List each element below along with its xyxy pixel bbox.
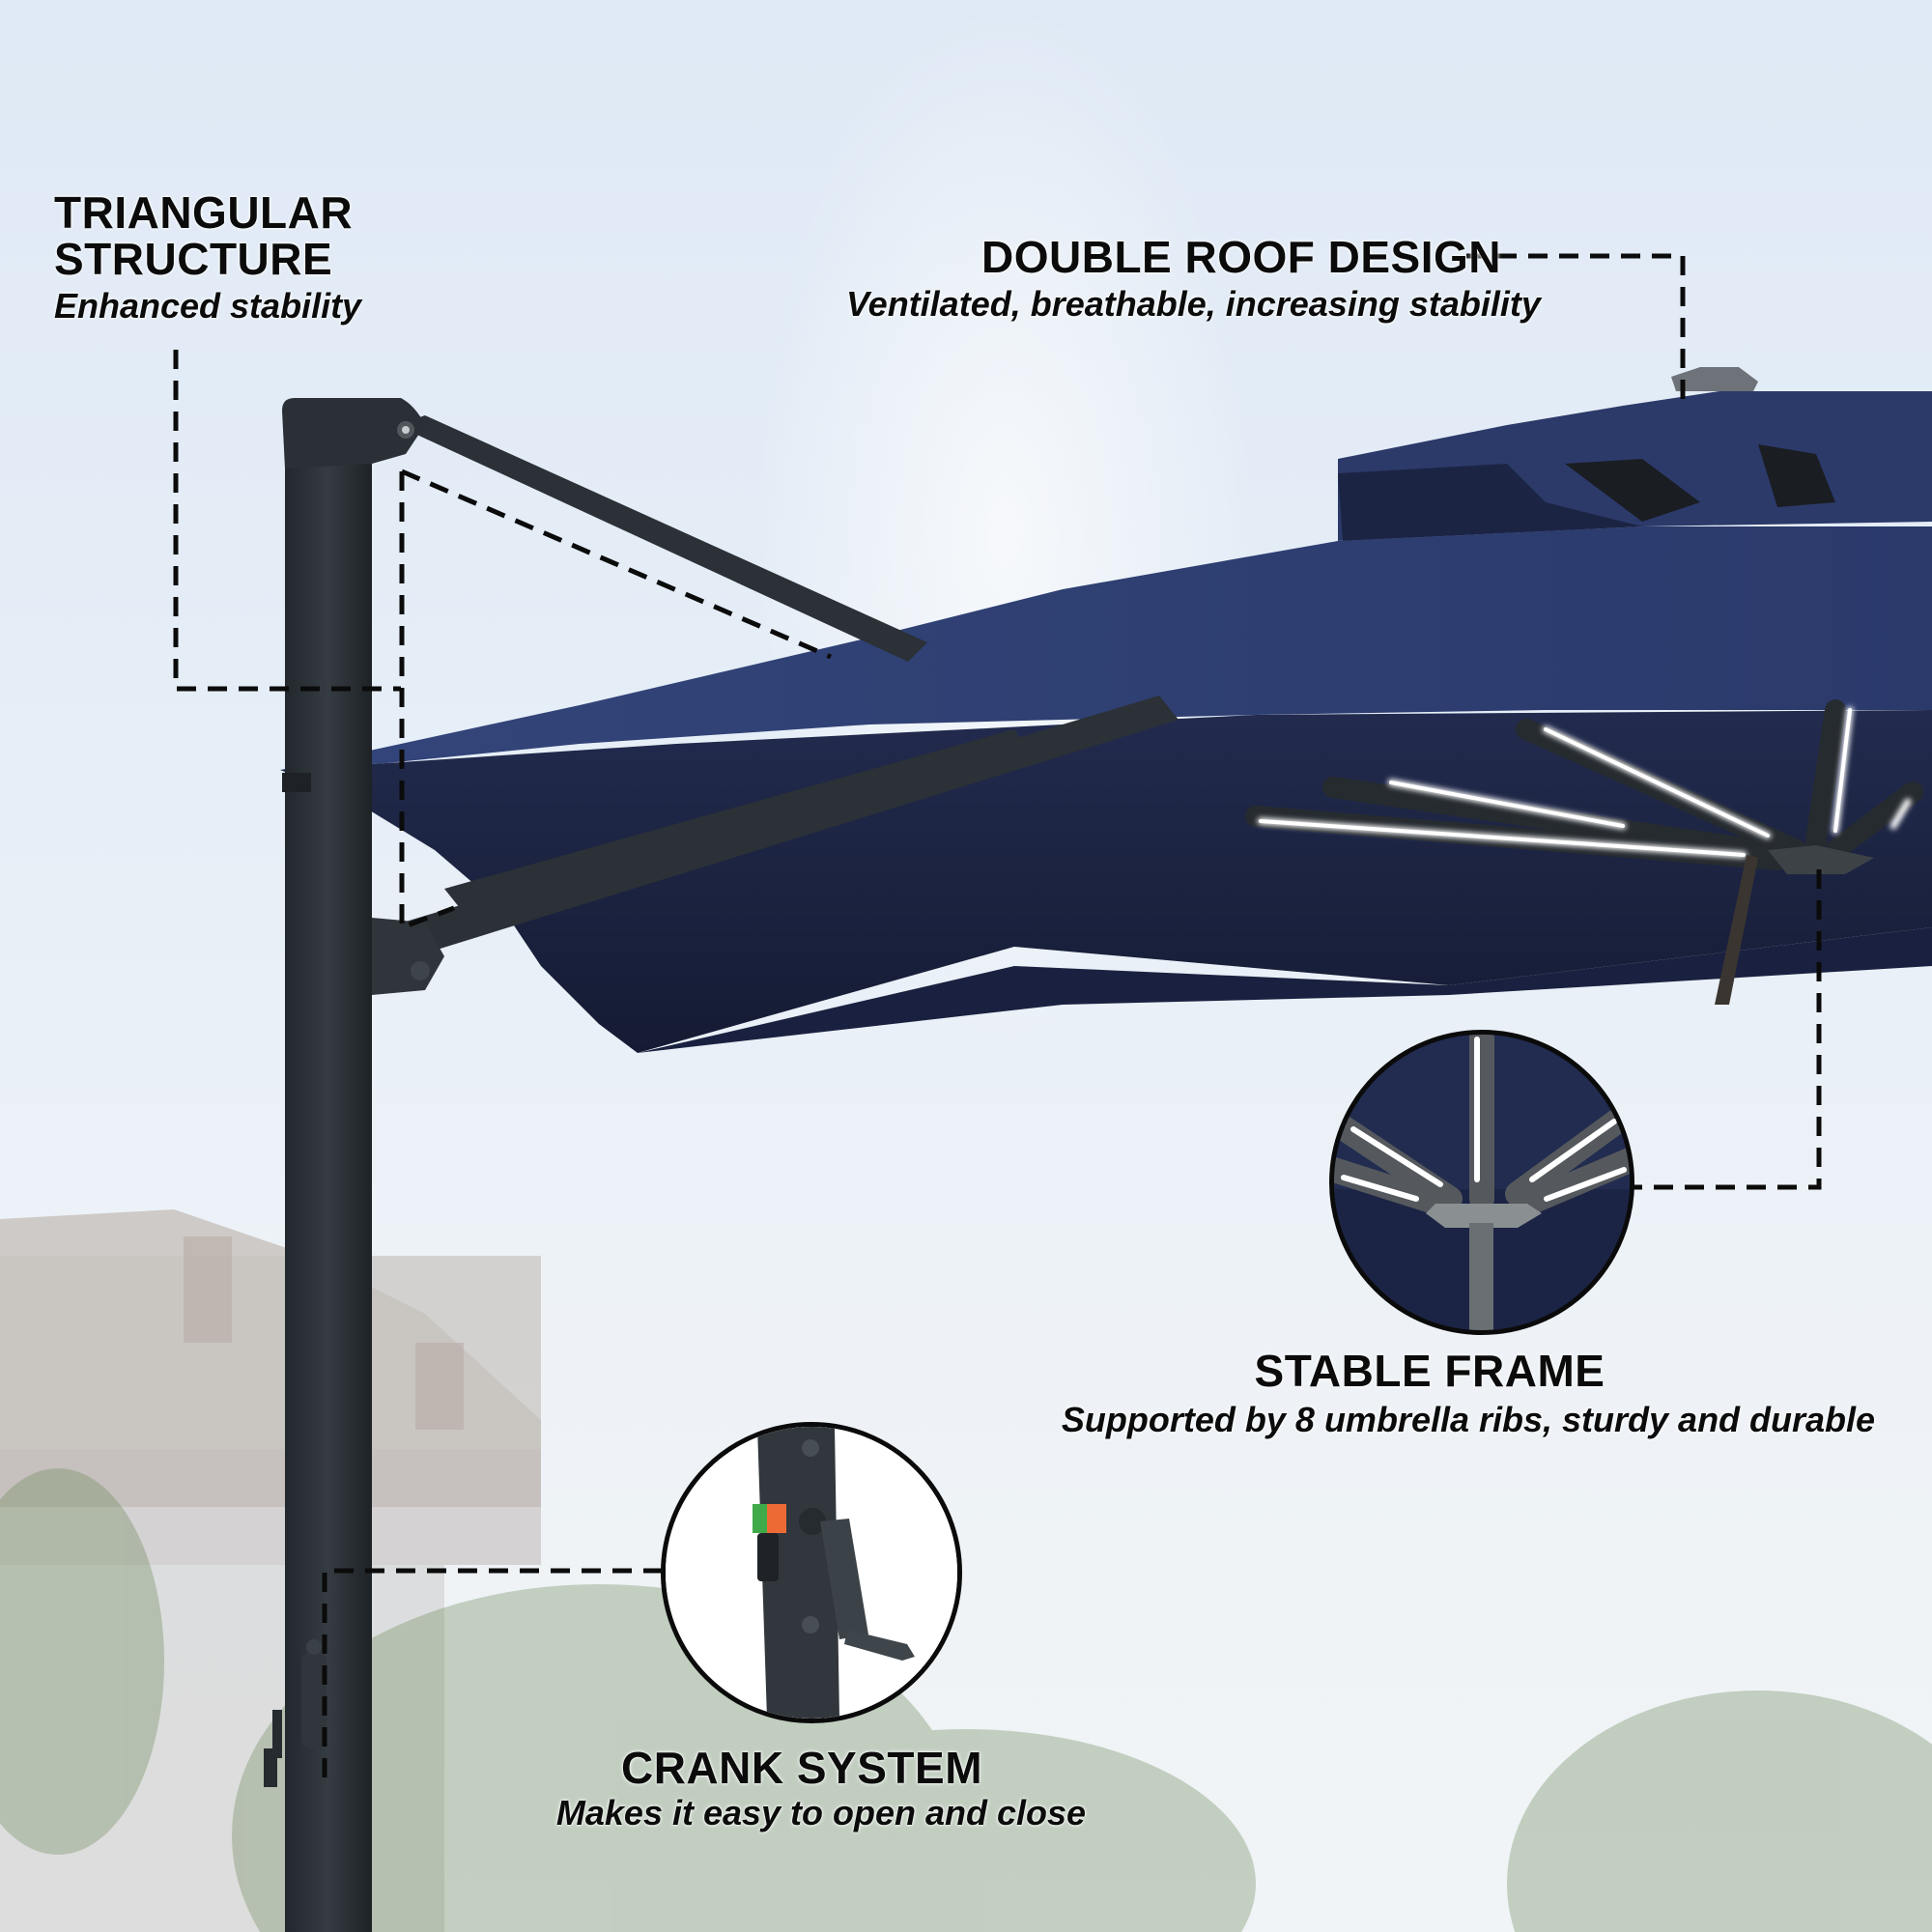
triangular-structure-title-line2: STRUCTURE bbox=[54, 234, 333, 284]
stable-frame-title: STABLE FRAME bbox=[1254, 1346, 1605, 1396]
crank-system-inset bbox=[661, 1422, 962, 1723]
stable-frame-callout: STABLE FRAME Supported by 8 umbrella rib… bbox=[1043, 1348, 1893, 1440]
crank-handle-icon bbox=[666, 1427, 957, 1719]
crank-system-callout: CRANK SYSTEM Makes it easy to open and c… bbox=[522, 1745, 1121, 1833]
crank-system-subtitle: Makes it easy to open and close bbox=[555, 1793, 1087, 1833]
main-canopy bbox=[280, 526, 1932, 1053]
triangular-structure-callout: TRIANGULAR STRUCTURE Enhanced stability bbox=[54, 189, 361, 327]
stable-frame-inset bbox=[1329, 1030, 1634, 1335]
stable-frame-subtitle: Supported by 8 umbrella ribs, sturdy and… bbox=[1061, 1400, 1876, 1439]
umbrella-rib-hub-icon bbox=[1334, 1035, 1630, 1330]
upper-roof bbox=[1338, 367, 1932, 541]
led-ribs bbox=[1245, 699, 1923, 1005]
main-pole bbox=[264, 398, 444, 1932]
callout-lines bbox=[173, 253, 1822, 1777]
triangular-structure-subtitle: Enhanced stability bbox=[54, 286, 362, 326]
support-arms bbox=[386, 415, 1179, 956]
double-roof-title: DOUBLE ROOF DESIGN bbox=[981, 232, 1502, 282]
triangular-structure-title-line1: TRIANGULAR bbox=[54, 187, 354, 238]
background-building bbox=[0, 1209, 541, 1932]
crank-system-title: CRANK SYSTEM bbox=[620, 1743, 983, 1793]
double-roof-callout: DOUBLE ROOF DESIGN Ventilated, breathabl… bbox=[846, 234, 1541, 325]
double-roof-subtitle: Ventilated, breathable, increasing stabi… bbox=[846, 284, 1541, 324]
